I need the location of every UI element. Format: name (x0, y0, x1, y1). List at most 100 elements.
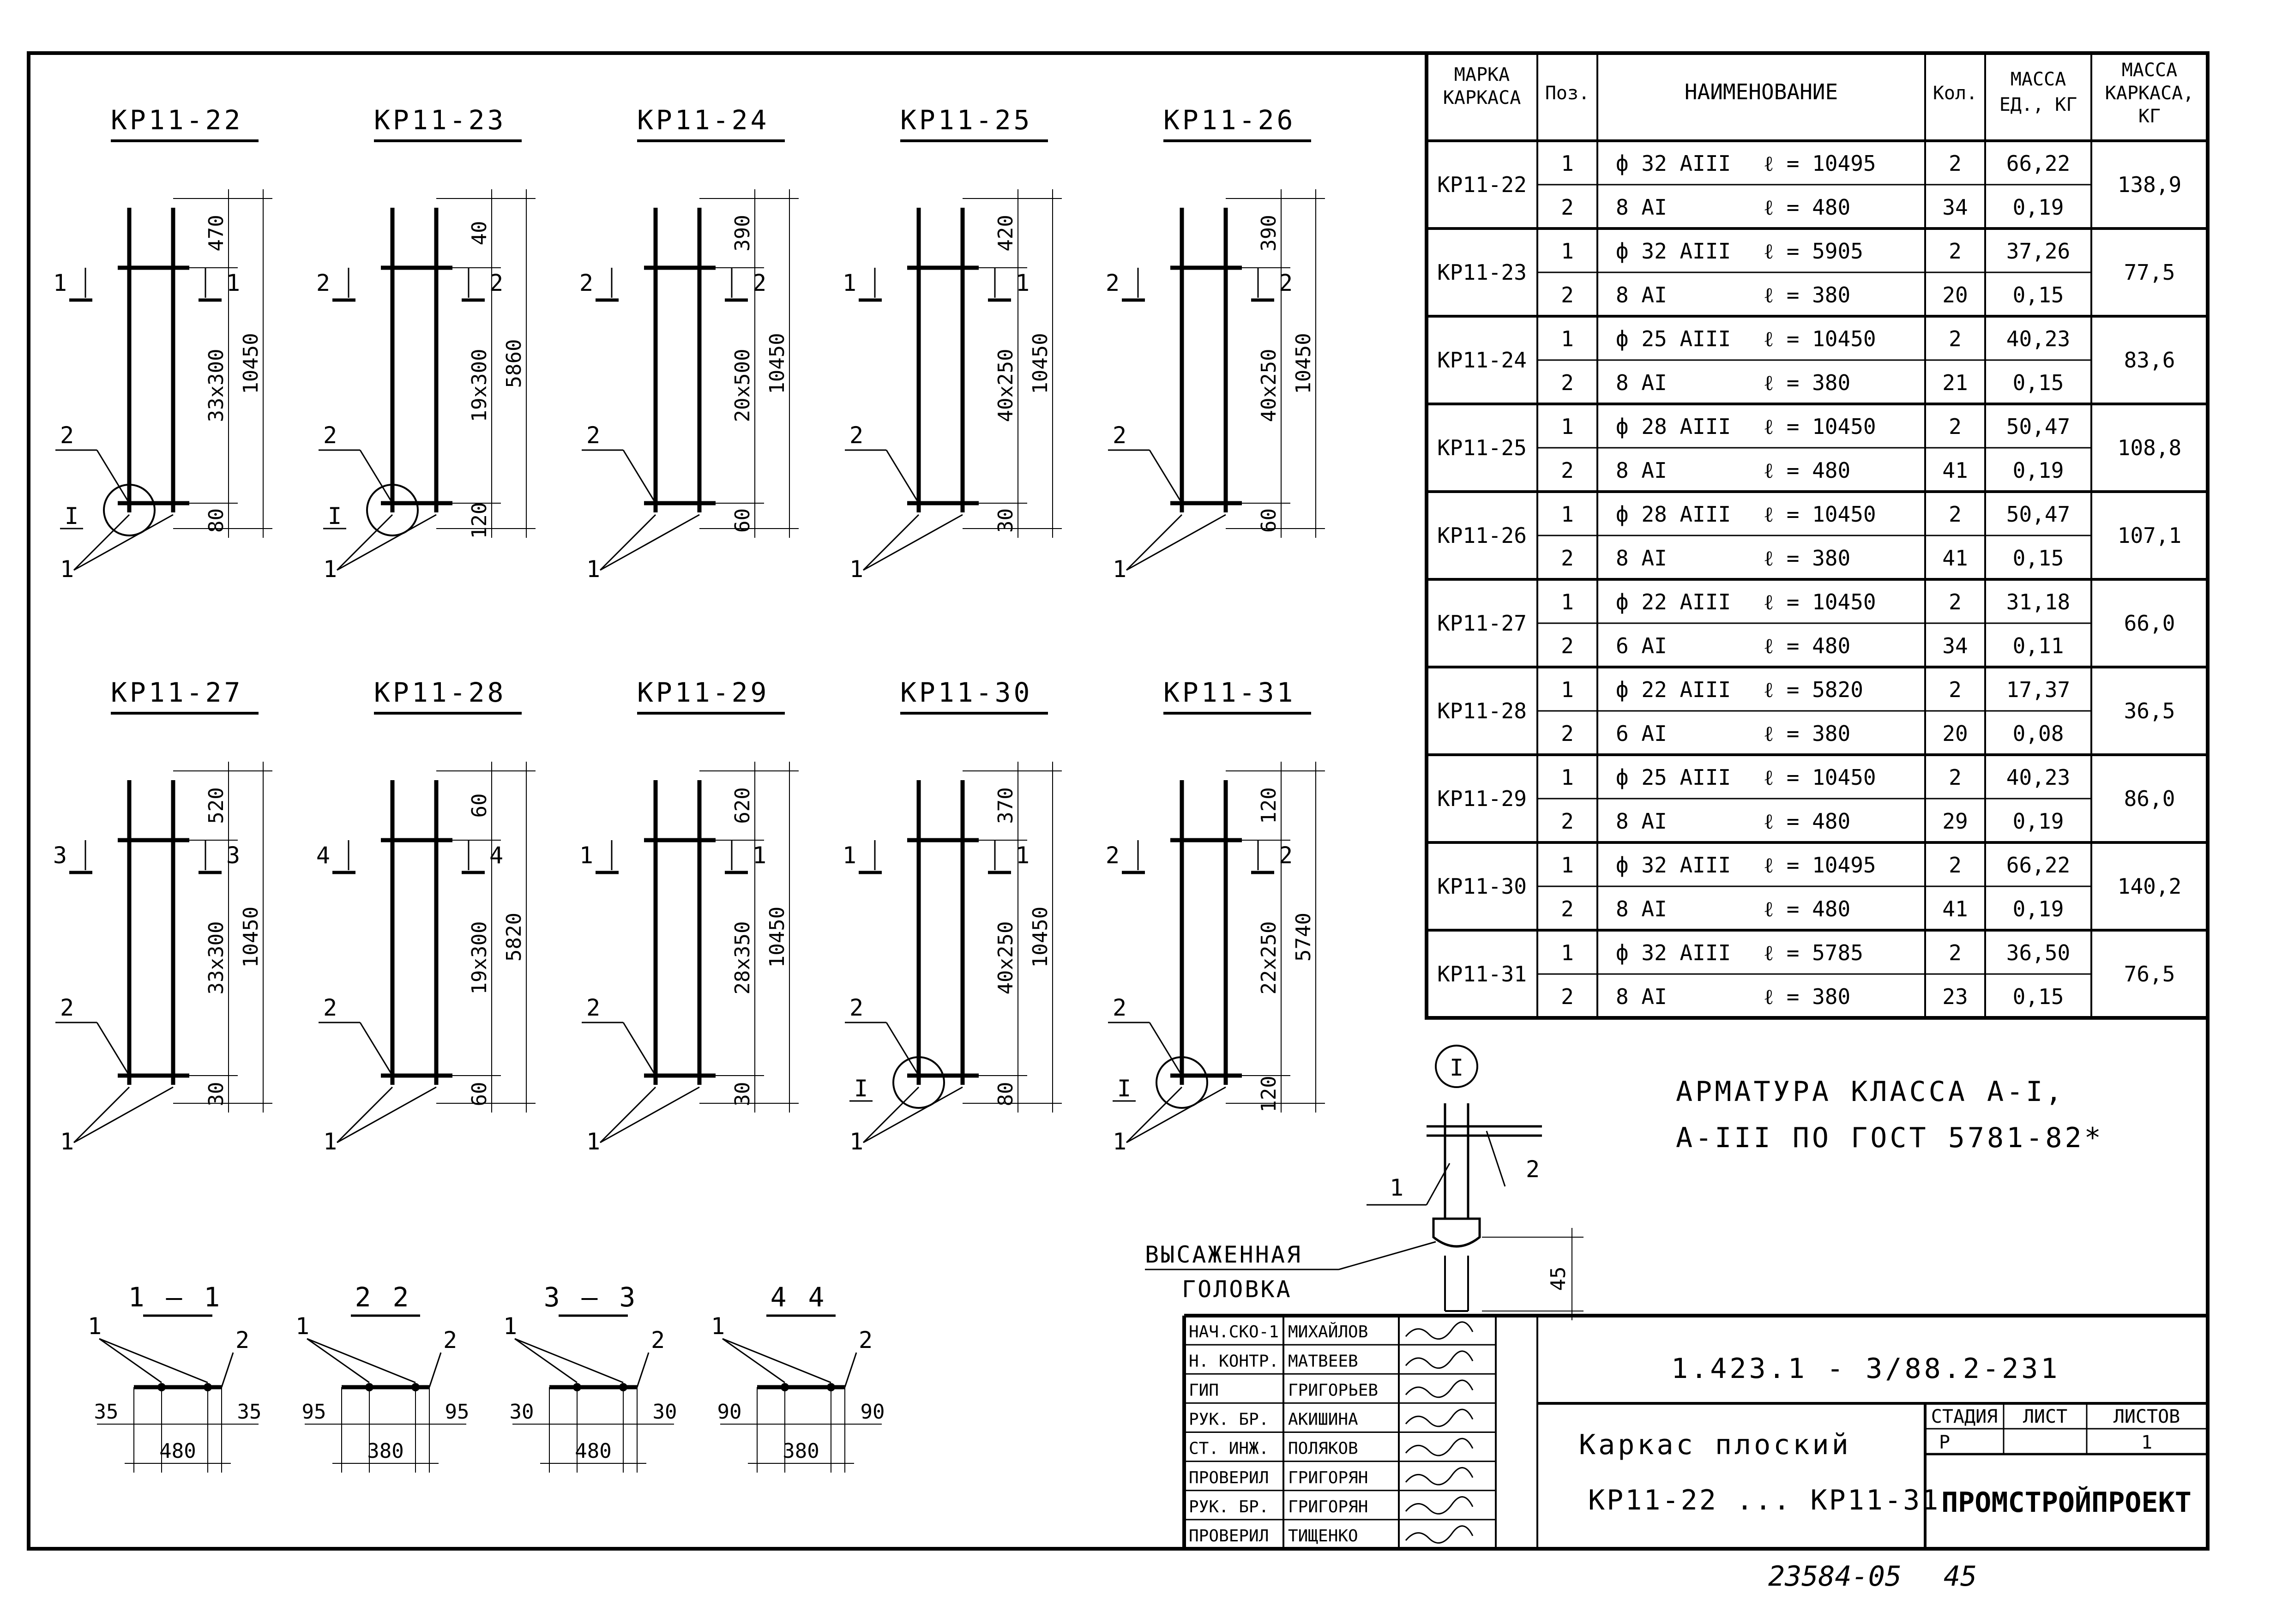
cell-qty: 20 (1942, 721, 1968, 746)
cell-qty: 2 (1949, 940, 1962, 965)
pos-2-label: 2 (60, 994, 74, 1021)
pos-2-label: 2 (1113, 422, 1126, 449)
cell-pos: 1 (1561, 326, 1574, 351)
section-cut-label: 4 (489, 842, 503, 869)
pos-2-label: 2 (235, 1327, 249, 1353)
cell-mark: КР11-31 (1437, 962, 1527, 986)
cell-unit-mass: 0,19 (2013, 809, 2064, 834)
cell-qty: 34 (1942, 195, 1968, 220)
dim-total: 10450 (1029, 333, 1052, 394)
leader-line (337, 514, 437, 571)
cell-qty: 2 (1949, 502, 1962, 527)
pos-1-label: 1 (503, 1313, 517, 1340)
section-title: 2 2 (355, 1281, 412, 1313)
pos-2-label: 2 (859, 1327, 873, 1353)
cell-unit-mass: 17,37 (2006, 677, 2070, 702)
dim-total: 5860 (502, 339, 526, 388)
leader-line (863, 514, 963, 571)
pos-2-label: 2 (60, 422, 74, 449)
cell-mark: КР11-22 (1437, 172, 1527, 197)
cell-unit-mass: 36,50 (2006, 940, 2070, 965)
detail-callout-circle (103, 484, 156, 536)
section-cut-label: 2 (489, 270, 503, 296)
pos-1-label: 1 (323, 556, 337, 583)
leader-line (307, 1338, 370, 1383)
leader-line (722, 1338, 785, 1383)
cell-unit-mass: 50,47 (2006, 414, 2070, 439)
leader-line (1426, 1163, 1451, 1205)
dim-middle: 28x350 (731, 921, 754, 995)
signature-role: ГИП (1189, 1381, 1219, 1400)
cell-unit-mass: 0,19 (2013, 896, 2064, 921)
note-line-2: А-III ПО ГОСТ 5781-82* (1676, 1122, 2104, 1154)
pos-2-label: 2 (849, 994, 863, 1021)
cell-qty: 2 (1949, 326, 1962, 351)
handwritten-signature (1405, 1379, 1474, 1398)
cell-length: ℓ = 10450 (1764, 414, 1876, 439)
th-frame-mass: КАРКАСА, (2105, 83, 2194, 104)
dim-top: 420 (994, 215, 1018, 251)
frame-title: КР11-26 (1163, 104, 1295, 136)
cell-qty: 2 (1949, 151, 1962, 176)
leader-line (514, 1338, 578, 1383)
section-cut-label: 2 (1106, 270, 1120, 296)
detail-callout-circle (366, 484, 419, 536)
cell-unit-mass: 0,08 (2013, 721, 2064, 746)
cell-pos: 1 (1561, 589, 1574, 614)
dim-top: 40 (468, 221, 491, 246)
cell-pos: 1 (1561, 765, 1574, 790)
leader-line (600, 1086, 700, 1143)
handwritten-signature (1405, 1408, 1474, 1427)
cell-frame-mass: 66,0 (2124, 611, 2175, 636)
section-cut-label: 2 (1279, 842, 1293, 869)
cell-qty: 2 (1949, 677, 1962, 702)
pos-1-label: 1 (1113, 1128, 1126, 1155)
cell-bar: 8 АI (1616, 283, 1667, 307)
cell-length: ℓ = 5905 (1764, 239, 1863, 264)
cell-bar: 8 АI (1616, 809, 1667, 834)
cell-qty: 41 (1942, 458, 1968, 483)
cell-bar: ф 25 АIII (1616, 326, 1731, 351)
cell-bar: ф 32 АIII (1616, 239, 1731, 264)
signature-name: ТИЩЕНКО (1288, 1527, 1358, 1546)
cell-length: ℓ = 480 (1764, 458, 1850, 483)
cell-length: ℓ = 480 (1764, 896, 1850, 921)
dim-right: 30 (653, 1400, 677, 1424)
pos-1-label: 1 (323, 1128, 337, 1155)
cell-mark: КР11-29 (1437, 786, 1527, 811)
section-cut-label: 1 (226, 270, 240, 296)
th-mark: КАРКАСА (1443, 87, 1521, 108)
cell-length: ℓ = 10450 (1764, 502, 1876, 527)
cell-frame-mass: 77,5 (2124, 260, 2175, 285)
section-cut-label: 2 (753, 270, 766, 296)
leader-line (885, 450, 920, 504)
signature-role: Н. КОНТР. (1189, 1352, 1279, 1371)
pos-1-label: 1 (849, 1128, 863, 1155)
leader-line (1149, 450, 1183, 504)
leader-line (337, 1086, 437, 1143)
organization: ПРОМСТРОЙПРОЕКТ (1941, 1486, 2192, 1519)
cell-length: ℓ = 5820 (1764, 677, 1863, 702)
cell-length: ℓ = 10495 (1764, 853, 1876, 878)
section-cut-label: 4 (316, 842, 330, 869)
cell-frame-mass: 107,1 (2118, 523, 2181, 548)
leader-line (1126, 514, 1183, 571)
dim-top: 620 (731, 787, 754, 824)
leader-line (885, 1022, 920, 1076)
dim-total: 10450 (239, 333, 263, 394)
cell-bar: ф 28 АIII (1616, 502, 1731, 527)
pos-1-label: 1 (60, 556, 74, 583)
section-cut-label: 2 (316, 270, 330, 296)
cell-length: ℓ = 10450 (1764, 765, 1876, 790)
cell-frame-mass: 138,9 (2118, 172, 2181, 197)
